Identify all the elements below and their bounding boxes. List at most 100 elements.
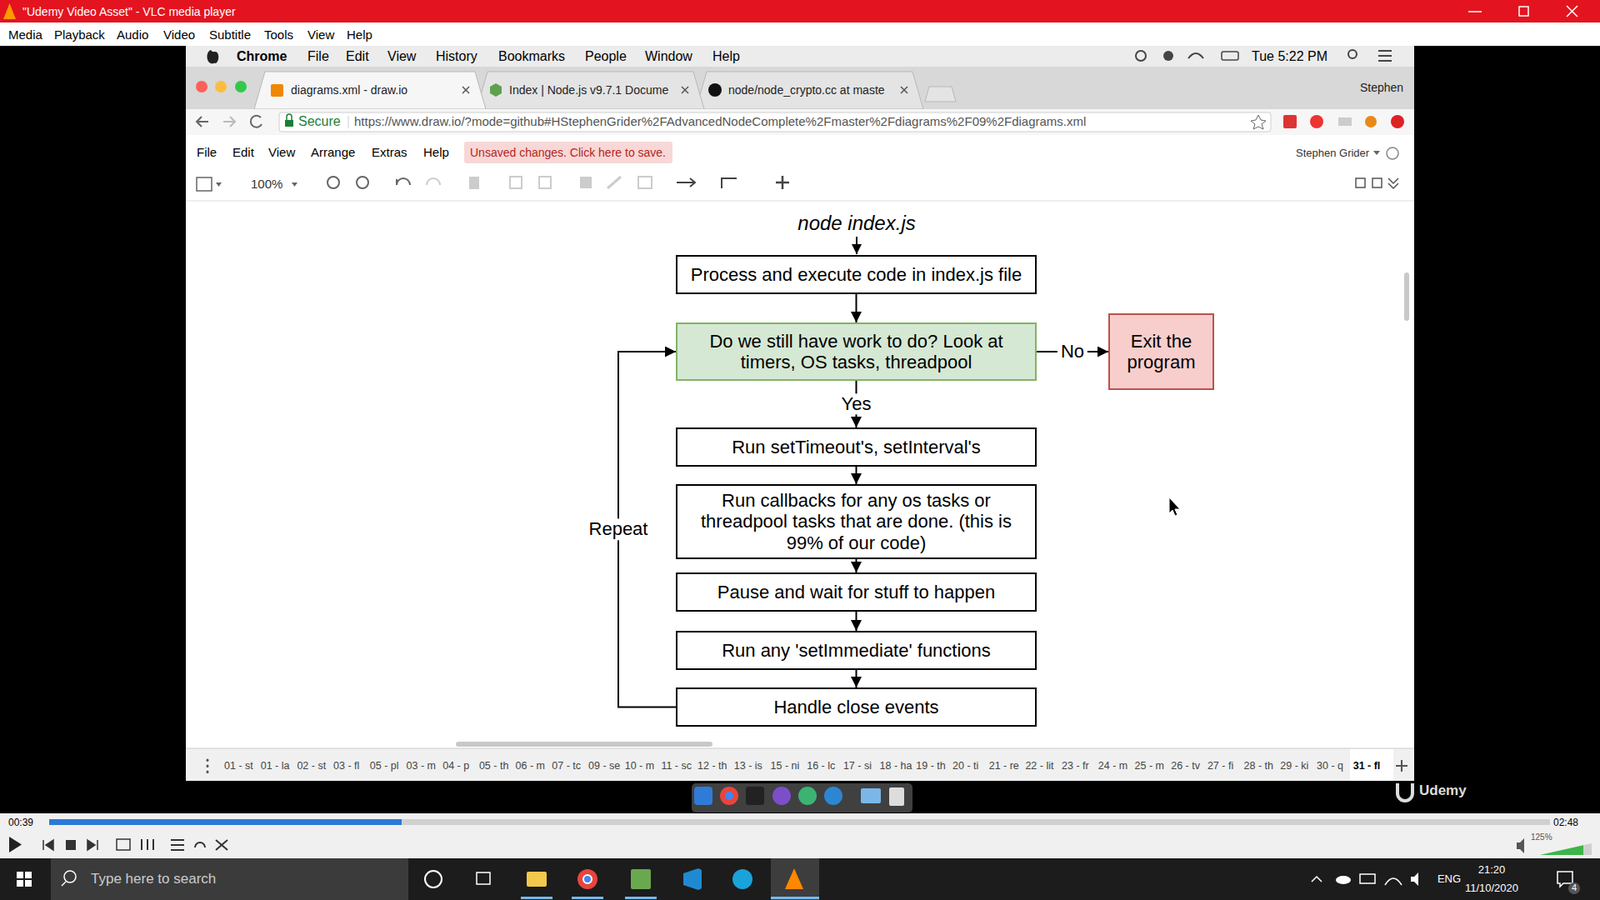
extension-icon bbox=[1283, 115, 1297, 129]
back-button bbox=[196, 116, 209, 127]
edge-label: No bbox=[1057, 340, 1088, 362]
dock-icon bbox=[725, 791, 734, 800]
box-text: Process and execute code in index.js fil… bbox=[690, 264, 1022, 285]
browser-tab bbox=[476, 71, 705, 110]
speaker-icon bbox=[1516, 838, 1525, 854]
start-button bbox=[16, 871, 32, 887]
page-tab: 17 - si bbox=[843, 760, 872, 773]
page-menu-icon bbox=[206, 760, 210, 773]
menu-item: View bbox=[268, 145, 295, 160]
toolbar-icon bbox=[539, 176, 551, 189]
page-tab: 20 - ti bbox=[952, 760, 979, 773]
watermark: Udemy bbox=[1419, 782, 1467, 800]
tab-favicon bbox=[490, 83, 502, 97]
tab-close bbox=[681, 86, 689, 94]
open-app-marker bbox=[625, 896, 657, 900]
apple-logo bbox=[207, 50, 220, 64]
dock-icon bbox=[860, 788, 881, 804]
page-tab: 10 - m bbox=[625, 760, 655, 773]
collapse-icon bbox=[1388, 178, 1399, 189]
waypoint-icon bbox=[721, 178, 737, 189]
scrollbar bbox=[455, 741, 713, 747]
box-text: Exit the program bbox=[1118, 330, 1205, 374]
flow-arrow bbox=[855, 611, 858, 631]
dock-icon bbox=[745, 786, 765, 805]
edge-icon bbox=[732, 869, 753, 890]
extension-icon bbox=[1365, 115, 1377, 128]
volume-level-bar bbox=[1540, 845, 1584, 855]
page-tab: 11 - sc bbox=[660, 760, 692, 773]
page-tab: 31 - fl bbox=[1353, 760, 1381, 773]
dropdown-arrow bbox=[215, 182, 222, 187]
stop-button bbox=[65, 840, 76, 850]
page-tab: 05 - pl bbox=[370, 760, 400, 773]
app-icon bbox=[630, 869, 651, 890]
volume-level: 125% bbox=[1530, 832, 1553, 843]
save-notice-box bbox=[464, 141, 673, 164]
previous-button bbox=[43, 840, 54, 850]
flow-arrow bbox=[855, 670, 858, 688]
box-text: Handle close events bbox=[773, 696, 939, 718]
tab-title: Index | Node.js v9.7.1 Docume bbox=[509, 83, 669, 98]
taskbar bbox=[0, 858, 1600, 900]
process-box: Handle close events bbox=[675, 687, 1037, 727]
play-button bbox=[9, 836, 22, 853]
edge-label: Yes bbox=[838, 393, 875, 415]
menu-bar bbox=[0, 22, 1600, 46]
notification-count: 4 bbox=[1571, 882, 1577, 894]
window-button bbox=[235, 80, 247, 93]
window-button bbox=[215, 80, 227, 93]
dock-icon bbox=[889, 787, 905, 806]
page-tab: 07 - tc bbox=[551, 760, 581, 773]
fill-icon bbox=[580, 176, 592, 189]
box-text: Run callbacks for any os tasks or thread… bbox=[685, 490, 1027, 554]
start-command: node index.js bbox=[797, 211, 915, 236]
box-text: Run any 'setImmediate' functions bbox=[721, 640, 991, 661]
box-text: Do we still have work to do? Look at tim… bbox=[685, 330, 1027, 374]
browser-tab bbox=[695, 71, 924, 110]
menu-item: Audio bbox=[116, 27, 149, 43]
toolbar-border bbox=[185, 200, 1415, 202]
save-notice: Unsaved changes. Click here to save. bbox=[470, 145, 666, 160]
process-box: Process and execute code in index.js fil… bbox=[675, 255, 1037, 295]
page-tab-border bbox=[185, 748, 1415, 750]
redo-icon bbox=[426, 178, 440, 185]
zoom-out-icon bbox=[356, 176, 369, 189]
forward-button bbox=[223, 116, 235, 127]
restore-button bbox=[1519, 6, 1529, 16]
page-tab-bar bbox=[185, 748, 1415, 781]
dropdown-arrow bbox=[1373, 150, 1380, 155]
menu-item: File bbox=[307, 48, 330, 65]
connection-icon bbox=[676, 178, 695, 187]
page-tab: 21 - re bbox=[989, 760, 1020, 773]
zoom-in-icon bbox=[327, 176, 340, 189]
clock-date: 11/10/2020 bbox=[1465, 881, 1519, 895]
flow-arrow bbox=[855, 559, 858, 573]
globe-icon bbox=[1386, 147, 1399, 160]
menu-item: Arrange bbox=[310, 145, 355, 160]
reload-button bbox=[250, 115, 262, 128]
app-menu: Chrome bbox=[236, 48, 287, 65]
menu-item: History bbox=[435, 48, 478, 65]
total-time: 02:48 bbox=[1553, 816, 1579, 829]
search-box-field bbox=[50, 858, 409, 900]
page-tab: 02 - st bbox=[296, 760, 326, 773]
process-box: Run callbacks for any os tasks or thread… bbox=[675, 484, 1037, 560]
dock-icon bbox=[772, 786, 791, 805]
app-menu-bar bbox=[185, 135, 1415, 169]
page-tab: 24 - m bbox=[1098, 760, 1128, 773]
extension-icon bbox=[1390, 115, 1405, 129]
menu-item: File bbox=[196, 145, 217, 160]
network-icon bbox=[1385, 878, 1402, 885]
menu-item: Tools bbox=[264, 27, 294, 43]
page-tab: 18 - ha bbox=[880, 760, 913, 773]
seek-progress bbox=[49, 819, 402, 825]
window-title: "Udemy Video Asset" - VLC media player bbox=[22, 5, 236, 20]
dock-icon bbox=[798, 786, 817, 805]
profile-name: Stephen bbox=[1360, 80, 1404, 95]
menu-item: Extras bbox=[371, 145, 408, 160]
process-box: Pause and wait for stuff to happen bbox=[675, 572, 1037, 612]
battery-icon bbox=[1360, 874, 1375, 884]
mouse-cursor bbox=[1169, 497, 1180, 516]
udemy-logo bbox=[1397, 783, 1413, 801]
